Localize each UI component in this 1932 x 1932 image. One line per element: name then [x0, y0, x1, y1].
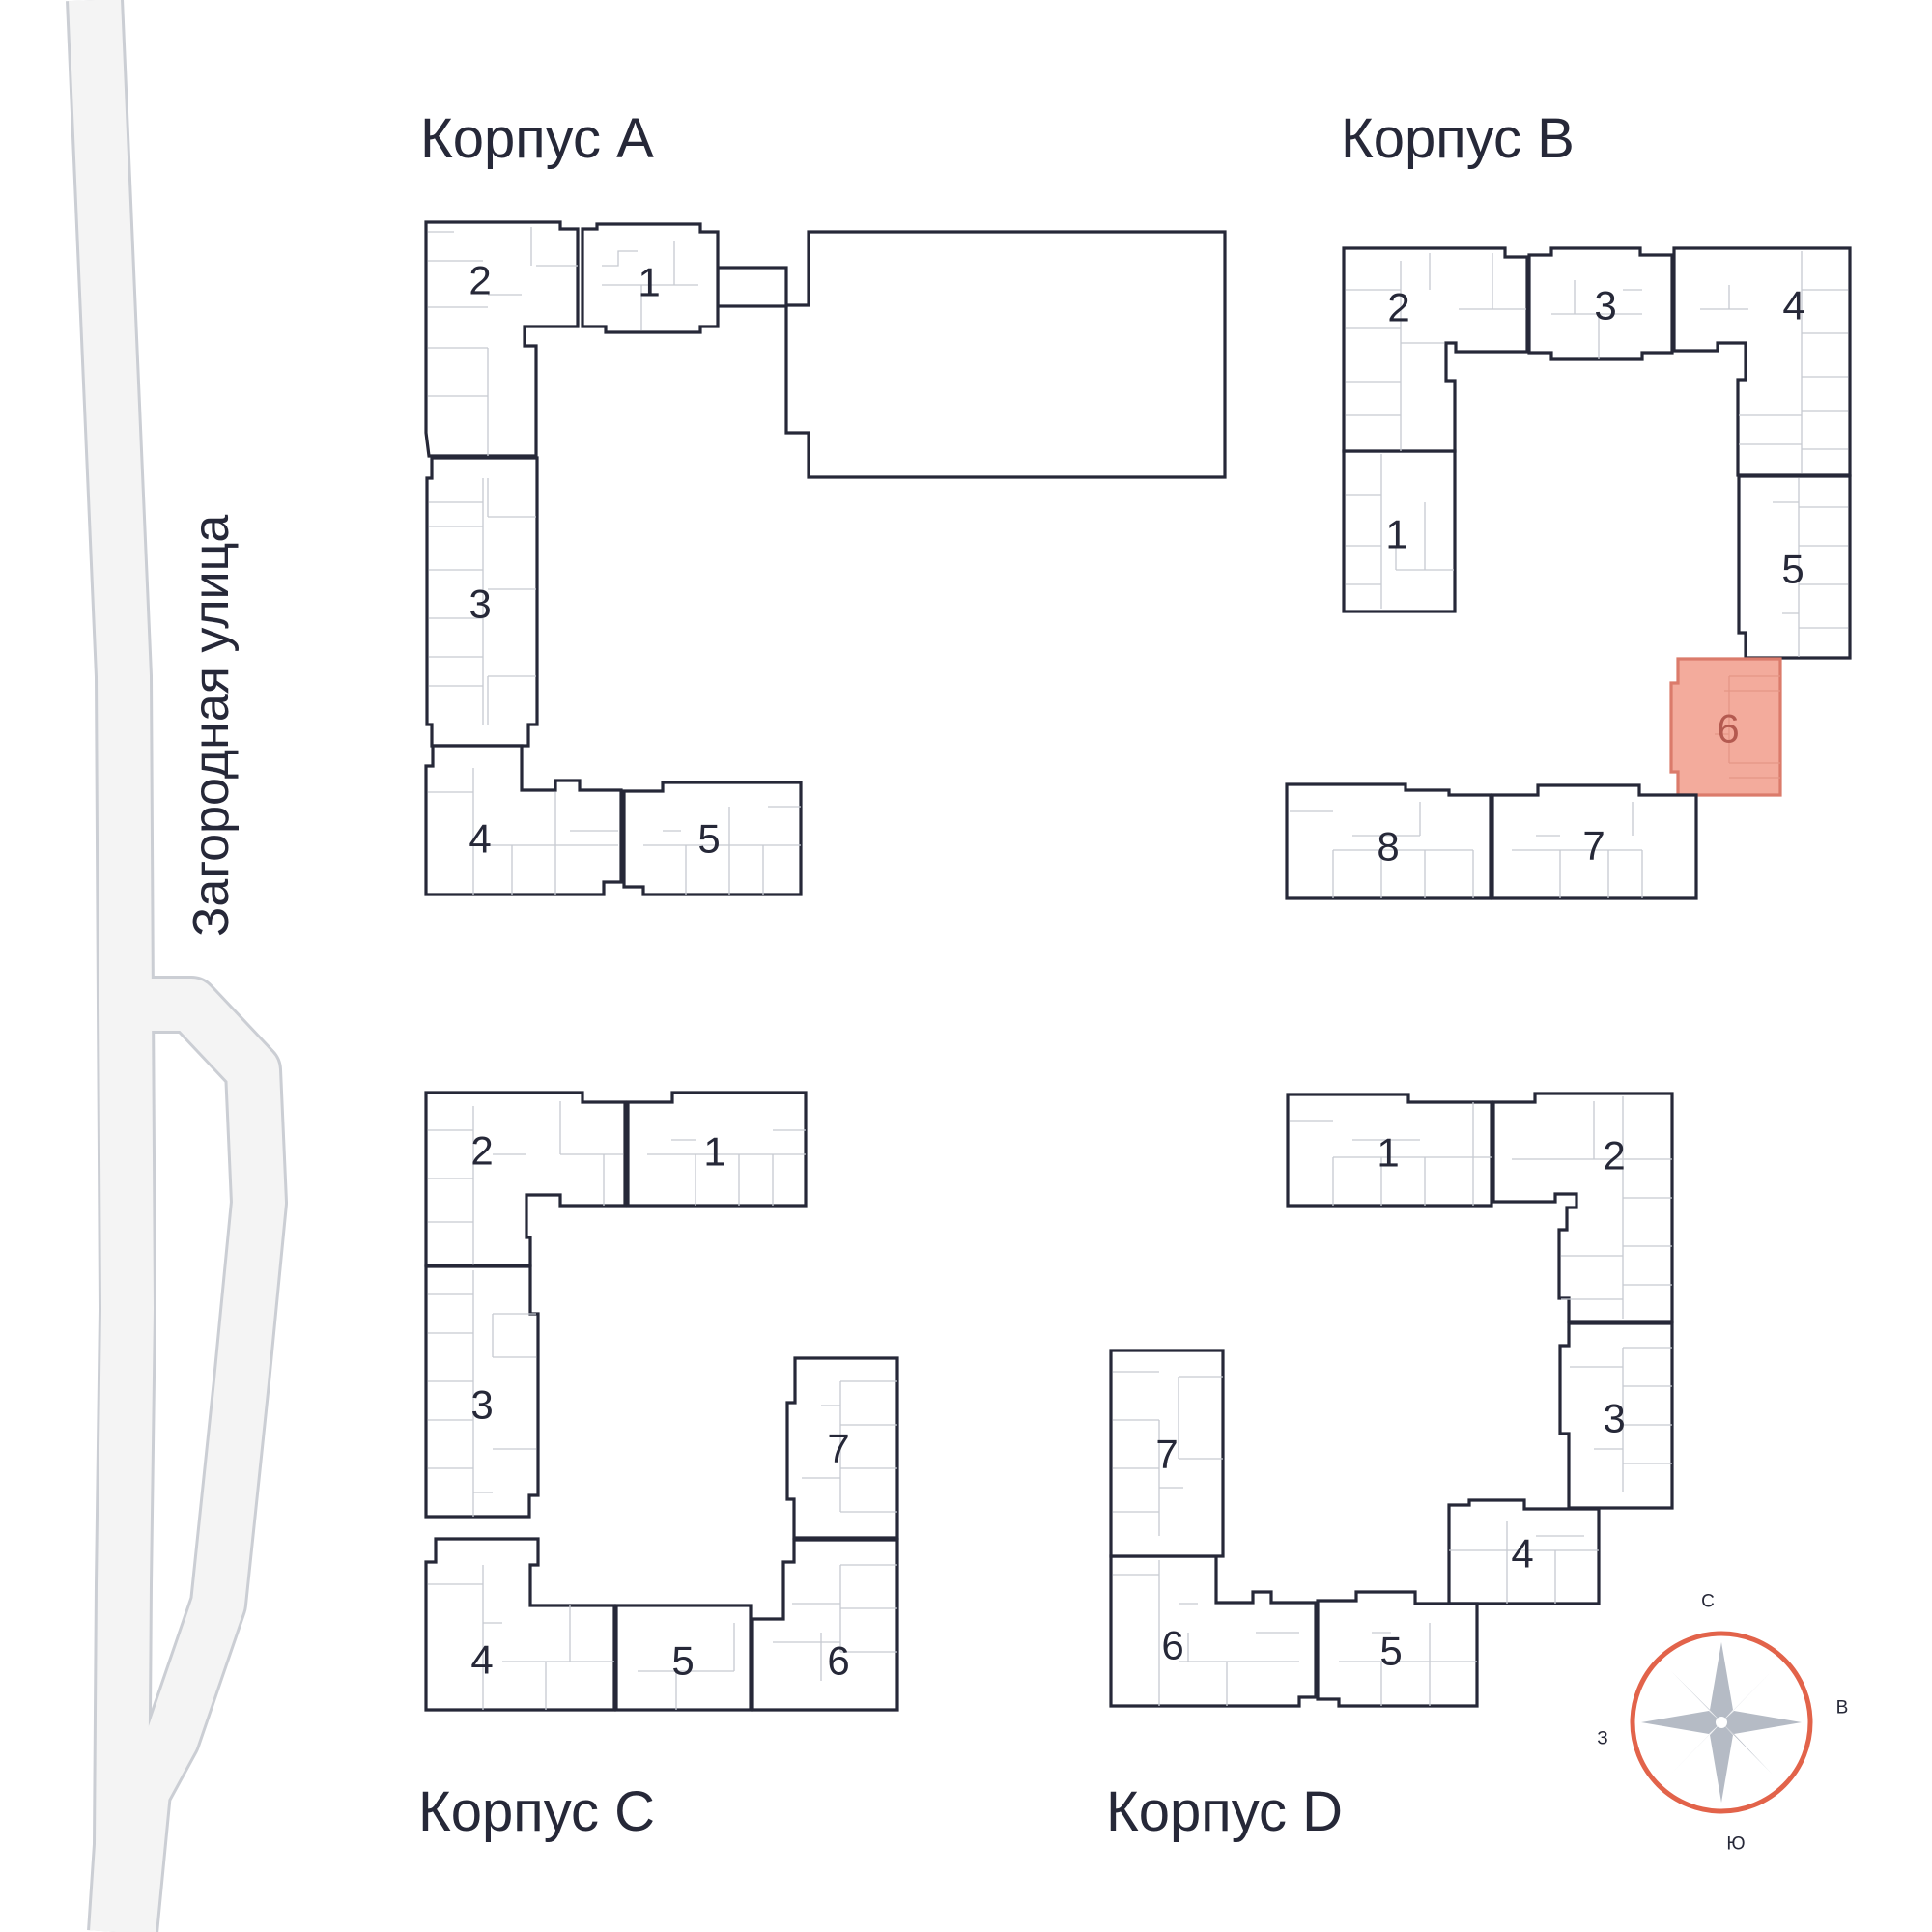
svg-text:2: 2: [469, 258, 491, 303]
building-b-section-5[interactable]: 5: [1737, 474, 1852, 660]
building-b: 1 2 3 4 5 6 7: [1285, 246, 1852, 900]
svg-text:1: 1: [638, 260, 660, 305]
compass-west-label: З: [1597, 1729, 1607, 1749]
building-a-annex: [784, 230, 1227, 479]
building-b-section-7[interactable]: 7: [1491, 783, 1698, 900]
building-d-section-4[interactable]: 4: [1447, 1498, 1601, 1605]
building-d-section-1[interactable]: 1: [1286, 1093, 1493, 1208]
building-a-section-1[interactable]: 1: [581, 222, 720, 334]
building-c-section-4[interactable]: 4: [424, 1537, 616, 1712]
building-a-section-2[interactable]: 2: [424, 220, 580, 458]
building-d-section-7[interactable]: 7: [1109, 1349, 1225, 1558]
building-b-section-1[interactable]: 1: [1342, 449, 1457, 613]
building-d: 1 2 3 4 5 6 7: [1109, 1092, 1674, 1708]
building-d-title: Корпус D: [1106, 1780, 1343, 1843]
building-a-section-4[interactable]: 4: [424, 744, 623, 896]
svg-text:1: 1: [1377, 1130, 1399, 1176]
svg-text:4: 4: [470, 1637, 493, 1683]
building-d-section-6[interactable]: 6: [1109, 1554, 1318, 1708]
building-b-title: Корпус B: [1341, 107, 1575, 170]
building-b-section-2[interactable]: 2: [1342, 246, 1529, 453]
svg-text:4: 4: [469, 816, 491, 862]
compass-south-label: Ю: [1726, 1834, 1745, 1855]
svg-text:4: 4: [1782, 283, 1804, 328]
building-c-section-1[interactable]: 1: [626, 1091, 808, 1208]
building-b-section-4[interactable]: 4: [1672, 246, 1852, 477]
svg-text:2: 2: [1603, 1133, 1625, 1179]
building-d-section-3[interactable]: 3: [1558, 1321, 1674, 1510]
svg-text:2: 2: [1387, 285, 1409, 330]
compass: С В Ю З: [1597, 1592, 1848, 1855]
compass-east-label: В: [1836, 1698, 1849, 1719]
svg-text:5: 5: [671, 1638, 694, 1684]
compass-north-label: С: [1701, 1592, 1715, 1612]
building-c-section-5[interactable]: 5: [614, 1604, 753, 1712]
street-road: [66, 0, 288, 1932]
svg-text:1: 1: [1385, 512, 1407, 557]
building-b-section-6[interactable]: 6: [1669, 657, 1782, 797]
building-d-section-2[interactable]: 2: [1492, 1092, 1674, 1323]
svg-text:7: 7: [1155, 1432, 1178, 1477]
svg-text:3: 3: [1594, 283, 1616, 328]
svg-text:3: 3: [1603, 1396, 1625, 1441]
svg-text:3: 3: [470, 1382, 493, 1428]
building-c-section-6[interactable]: 6: [751, 1538, 899, 1712]
building-c: 1 2 3 4 5 6 7: [424, 1091, 899, 1712]
compass-ring: [1630, 1631, 1813, 1814]
svg-text:8: 8: [1377, 824, 1399, 869]
compass-star-icon: [1641, 1642, 1802, 1803]
building-a-connector: [716, 266, 788, 308]
svg-text:1: 1: [703, 1129, 725, 1175]
building-a-title: Корпус A: [420, 107, 654, 170]
svg-text:5: 5: [1379, 1629, 1402, 1674]
building-a: 1 2 3 4 5: [424, 220, 1227, 896]
svg-text:7: 7: [1582, 823, 1605, 868]
building-c-section-7[interactable]: 7: [785, 1356, 899, 1540]
street-label: Загородная улица: [184, 515, 240, 937]
svg-text:5: 5: [697, 816, 720, 862]
building-c-title: Корпус C: [418, 1780, 655, 1843]
building-b-section-8[interactable]: 8: [1285, 782, 1492, 900]
svg-text:6: 6: [1717, 706, 1739, 752]
building-c-section-2[interactable]: 2: [424, 1091, 627, 1267]
building-c-section-3[interactable]: 3: [424, 1264, 540, 1519]
building-b-section-3[interactable]: 3: [1527, 246, 1674, 361]
svg-text:6: 6: [827, 1638, 849, 1684]
svg-text:7: 7: [827, 1426, 849, 1471]
svg-text:6: 6: [1161, 1623, 1183, 1668]
svg-text:3: 3: [469, 582, 491, 627]
svg-text:4: 4: [1511, 1531, 1533, 1577]
building-a-section-5[interactable]: 5: [622, 781, 803, 896]
building-a-section-3[interactable]: 3: [425, 456, 539, 748]
svg-text:2: 2: [470, 1128, 493, 1174]
svg-text:5: 5: [1781, 547, 1804, 592]
building-d-section-5[interactable]: 5: [1316, 1590, 1479, 1708]
